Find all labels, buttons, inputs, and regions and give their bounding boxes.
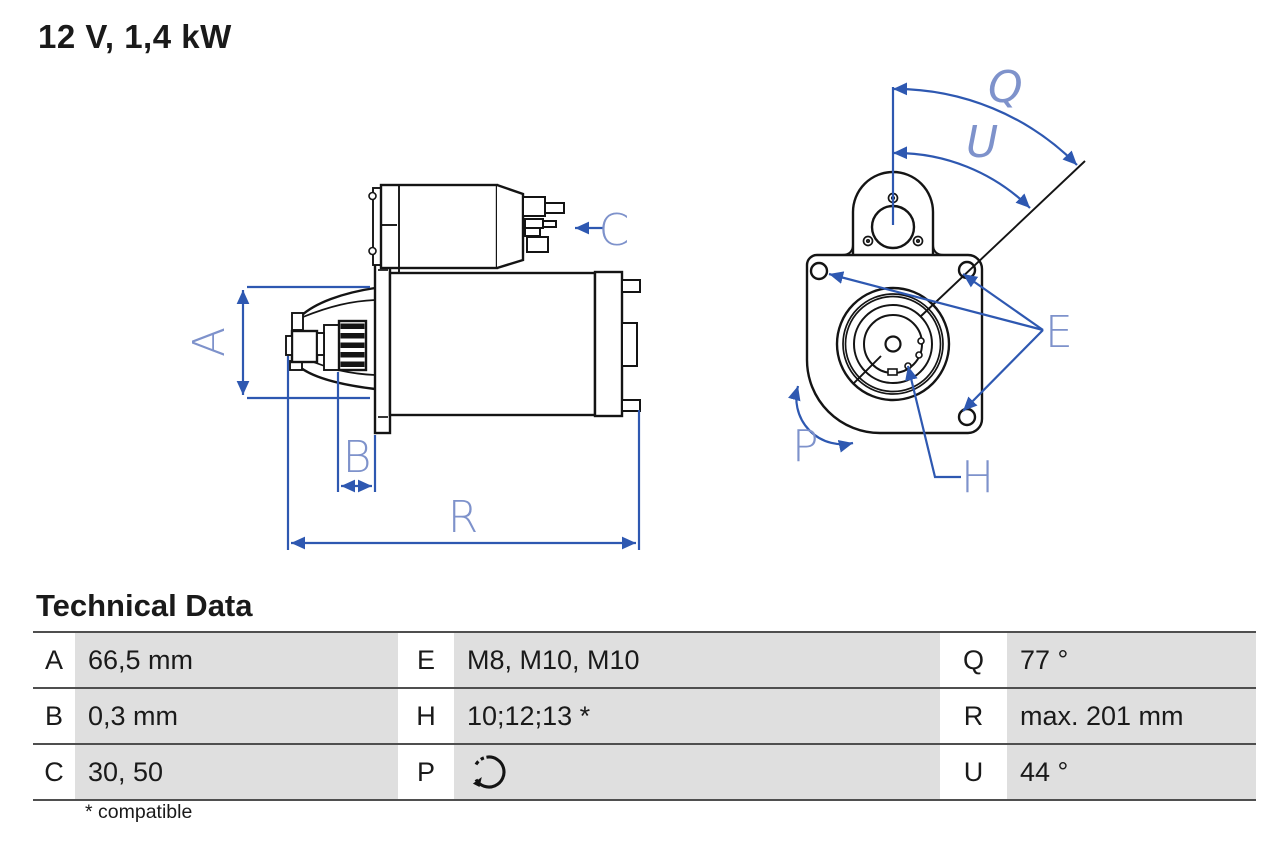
side-view-dimensions [236, 221, 641, 550]
dimension-r [286, 356, 641, 550]
footnote: * compatible [85, 801, 193, 823]
starter-side-view [285, 183, 641, 435]
table-row: C 30, 50 P U 44 ° [33, 745, 1256, 801]
dim-key-b: B [33, 689, 75, 743]
dim-label-a: A [184, 327, 235, 357]
dim-key-r: R [940, 689, 1007, 743]
front-view-annotations [788, 82, 1078, 479]
dim-value-h: 10;12;13 * [454, 689, 940, 743]
table-row: A 66,5 mm E M8, M10, M10 Q 77 ° [33, 633, 1256, 689]
dim-value-b: 0,3 mm [75, 689, 398, 743]
angle-u-arc [892, 146, 1031, 209]
dim-key-c: C [33, 745, 75, 799]
solenoid-terminals [522, 196, 565, 253]
dim-value-c: 30, 50 [75, 745, 398, 799]
dim-value-u: 44 ° [1007, 745, 1256, 799]
dim-key-u: U [940, 745, 1007, 799]
table-row: B 0,3 mm H 10;12;13 * R max. 201 mm [33, 689, 1256, 745]
dim-label-e: E [1045, 307, 1073, 358]
dim-label-c: C [599, 205, 630, 256]
rotation-direction-icon [472, 755, 506, 789]
dim-key-e: E [398, 633, 454, 687]
dim-label-r: R [448, 492, 479, 543]
technical-data-table: A 66,5 mm E M8, M10, M10 Q 77 ° B 0,3 mm… [33, 631, 1256, 801]
technical-drawing: A B R C [184, 62, 1086, 550]
h-leader-line [905, 365, 961, 479]
dim-value-e: M8, M10, M10 [454, 633, 940, 687]
dim-key-a: A [33, 633, 75, 687]
dim-value-a: 66,5 mm [75, 633, 398, 687]
dim-label-h: H [961, 452, 994, 503]
dimension-a [236, 285, 370, 400]
dim-key-q: Q [940, 633, 1007, 687]
dim-value-r: max. 201 mm [1007, 689, 1256, 743]
dim-label-u: U [966, 117, 998, 168]
e-leader-lines [828, 271, 1044, 412]
dim-label-p: P [792, 421, 819, 472]
dim-value-q: 77 ° [1007, 633, 1256, 687]
dim-label-b: B [343, 432, 372, 483]
page-title: 12 V, 1,4 kW [38, 18, 232, 55]
bearing-boss-circles [835, 160, 1086, 402]
starter-front-view [805, 160, 1086, 435]
section-heading: Technical Data [36, 588, 253, 623]
pinion-teeth [340, 323, 365, 367]
dim-value-p [454, 745, 940, 799]
dim-label-q: Q [988, 62, 1023, 113]
dimension-b [336, 372, 377, 493]
p-rotation-arc [788, 385, 854, 453]
angle-q-arc [892, 82, 1078, 166]
dim-key-p: P [398, 745, 454, 799]
dim-key-h: H [398, 689, 454, 743]
